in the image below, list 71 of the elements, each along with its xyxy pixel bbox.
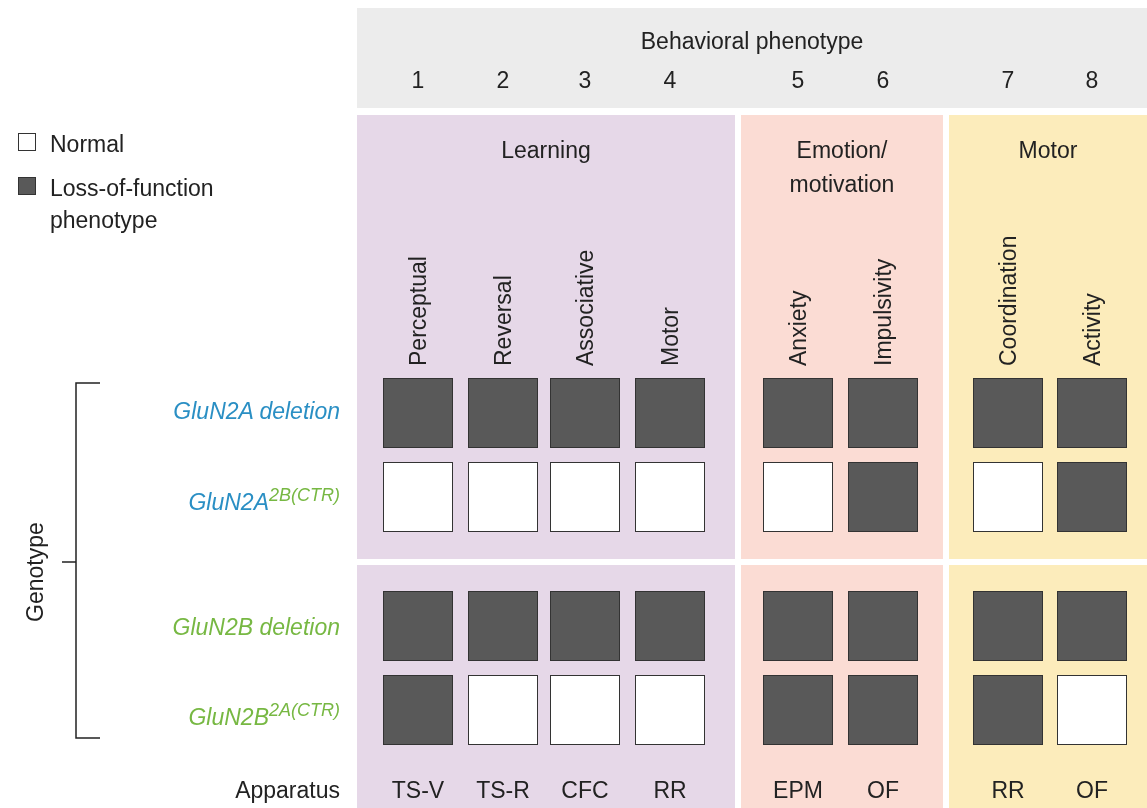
apparatus-label: CFC (560, 776, 610, 804)
normal-square (550, 675, 620, 745)
category-label: Reversal (489, 275, 517, 366)
loss-of-function-square (973, 675, 1043, 745)
category-panel (741, 115, 943, 808)
normal-square (1057, 675, 1127, 745)
apparatus-label: EPM (772, 776, 824, 804)
legend-label: Loss-of-function phenotype (50, 174, 215, 235)
apparatus-label: TS-V (390, 776, 446, 804)
loss-of-function-square (635, 591, 705, 661)
column-heading: Behavioral phenotype (639, 27, 865, 56)
normal-square (763, 462, 833, 532)
loss-of-function-square (1057, 462, 1127, 532)
loss-of-function-square (973, 378, 1043, 448)
column-number: 4 (662, 66, 678, 94)
apparatus-label: TS-R (475, 776, 531, 804)
column-number: 6 (875, 66, 891, 94)
normal-square (468, 675, 538, 745)
loss-of-function-square (383, 591, 453, 661)
apparatus-label: OF (866, 776, 900, 804)
category-label: Anxiety (784, 290, 812, 366)
category-heading: Learning (500, 136, 592, 165)
category-label: Coordination (994, 235, 1022, 366)
loss-of-function-square (973, 591, 1043, 661)
normal-square (468, 462, 538, 532)
category-heading: Emotion/ motivation (788, 136, 896, 199)
normal-square (635, 675, 705, 745)
category-label: Activity (1078, 293, 1106, 366)
loss-of-function-square (550, 378, 620, 448)
column-number: 3 (577, 66, 593, 94)
loss-of-function-square (468, 591, 538, 661)
loss-of-function-square (1057, 378, 1127, 448)
loss-of-function-square (848, 378, 918, 448)
genotype-label: GluN2A$^{2B(CTR)}$ (188, 484, 340, 516)
normal-square (635, 462, 705, 532)
apparatus-label: OF (1075, 776, 1109, 804)
column-number: 8 (1084, 66, 1100, 94)
category-label: Perceptual (404, 256, 432, 366)
loss-of-function-square (550, 591, 620, 661)
normal-square (550, 462, 620, 532)
normal-square (973, 462, 1043, 532)
legend-label: Normal (50, 130, 126, 159)
column-number: 5 (790, 66, 806, 94)
category-panel (357, 115, 735, 808)
category-label: Impulsivity (869, 258, 897, 366)
loss-of-function-square (635, 378, 705, 448)
genotype-label: GluN2B$^{2A(CTR)}$ (188, 699, 340, 731)
column-number: 1 (410, 66, 426, 94)
loss-of-function-square (848, 462, 918, 532)
category-label: Associative (571, 249, 599, 366)
category-label: Motor (656, 307, 684, 366)
apparatus-label: RR (990, 776, 1026, 804)
loss-of-function-square (848, 591, 918, 661)
loss-of-function-square (848, 675, 918, 745)
loss-of-function-square (763, 378, 833, 448)
column-number: 2 (495, 66, 511, 94)
genotype-label: GluN2B deletion (172, 613, 340, 641)
genotype-label: GluN2A deletion (173, 397, 340, 425)
loss-of-function-square (763, 675, 833, 745)
apparatus-label: RR (652, 776, 688, 804)
normal-square (383, 462, 453, 532)
loss-of-function-square (763, 591, 833, 661)
row-heading: Apparatus (235, 776, 340, 804)
loss-of-function-square (468, 378, 538, 448)
loss-of-function-square (1057, 591, 1127, 661)
category-heading: Motor (1017, 136, 1079, 165)
loss-of-function-square (383, 378, 453, 448)
loss-of-function-square (383, 675, 453, 745)
axis-title: Genotype (21, 522, 49, 622)
category-panel (949, 115, 1147, 808)
column-number: 7 (1000, 66, 1016, 94)
